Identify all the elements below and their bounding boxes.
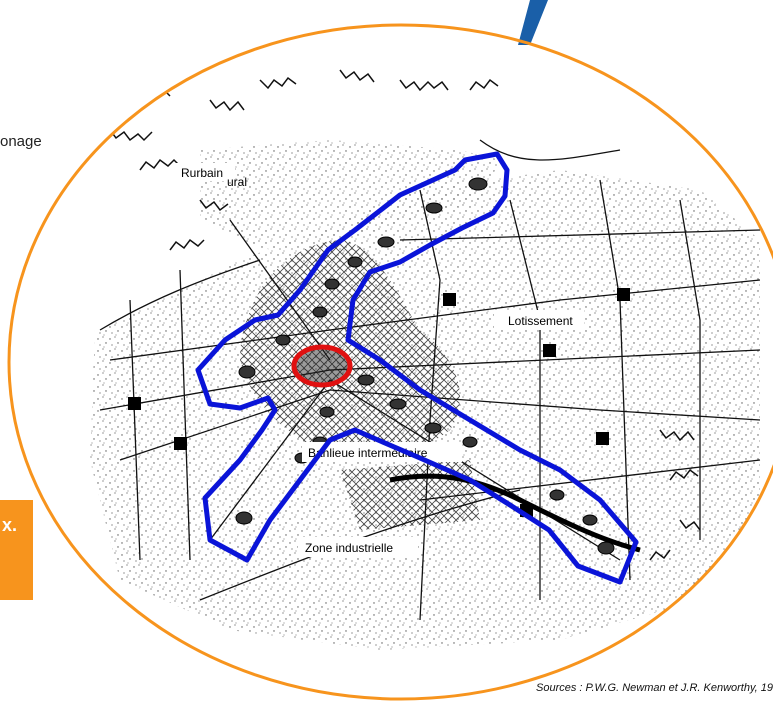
source-caption: Sources : P.W.G. Newman et J.R. Kenworth… [536,682,773,694]
city-centre-marker [291,344,353,388]
orange-tab: x. [0,500,33,600]
map-drawing [90,69,761,650]
rail-line [389,473,641,553]
development-nodes [235,177,615,555]
accent-stroke [518,0,548,45]
stipple-area-north [200,140,500,250]
label-bg-lotissement [494,310,584,330]
label-bg-rurbain [175,163,235,181]
label-bg-zone [298,537,418,557]
highlight-circle [7,23,773,701]
label-zone-industrielle: Zone industrielle [305,541,393,555]
label-rurbain: Rurbain [181,166,223,180]
corridor-outline [195,151,639,585]
label-lotissement: Lotissement [508,314,573,328]
rural-scribbles [99,69,701,561]
orange-tab-label: x. [2,515,18,535]
label-rural: ural [227,175,247,189]
side-text-fragment: onage [0,133,42,150]
road-network [99,139,761,621]
